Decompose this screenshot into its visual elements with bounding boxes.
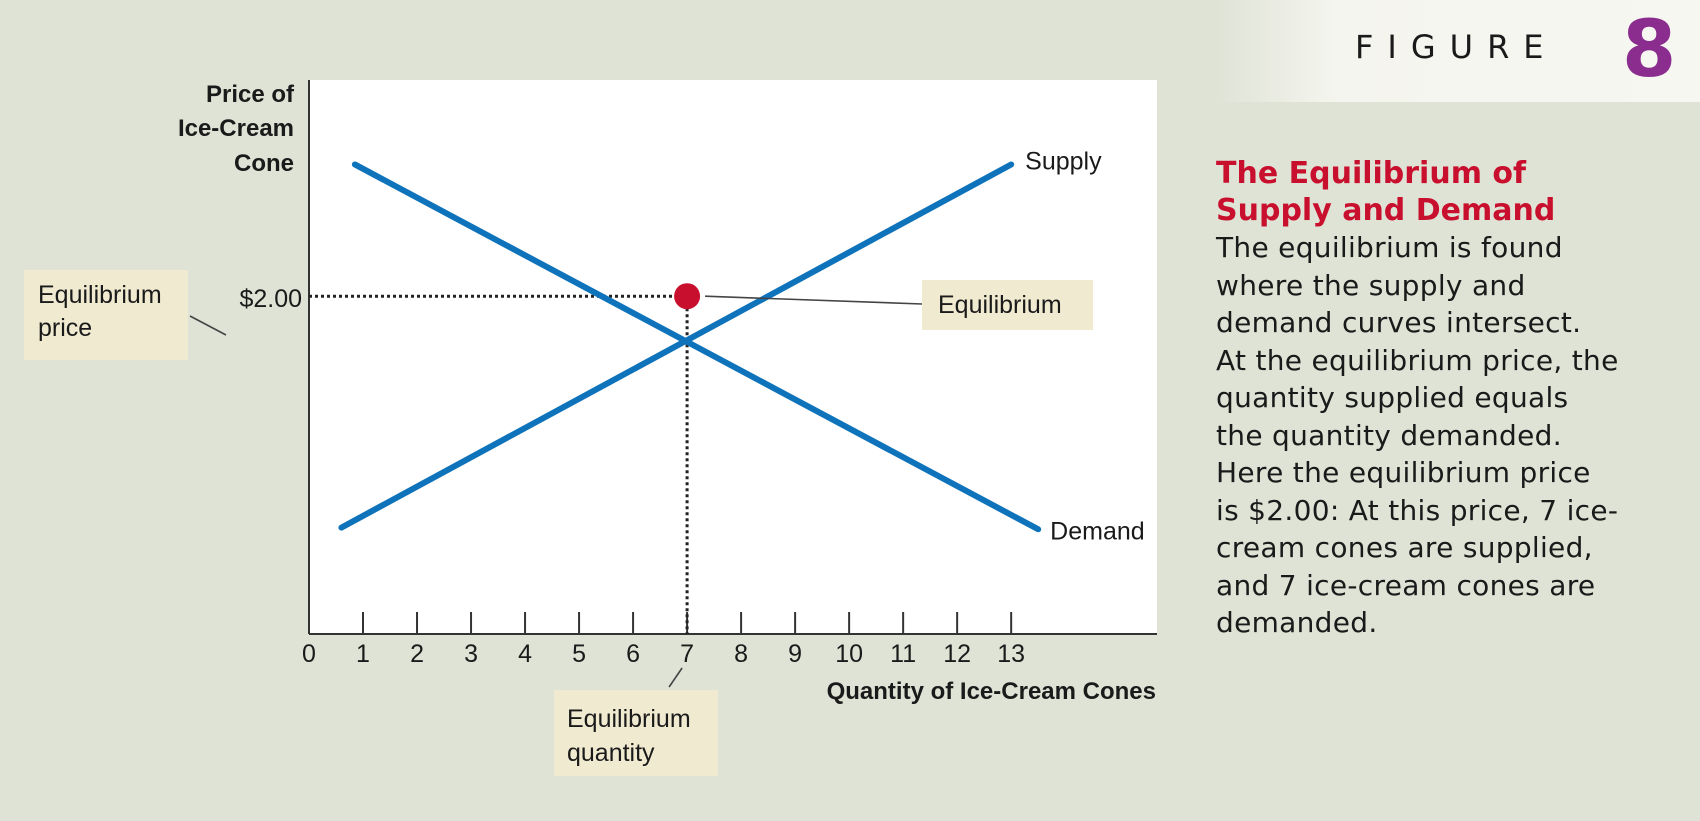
equilibrium-callout-box [922, 280, 1093, 330]
side-panel-body-line: demand curves intersect. [1216, 306, 1582, 339]
supply-label: Supply [1025, 147, 1102, 175]
equilibrium-leader-line [705, 295, 923, 305]
side-panel-title-line2: Supply and Demand [1216, 193, 1556, 228]
equilibrium-quantity-callout-line2: quantity [567, 739, 655, 767]
side-panel-title-line1: The Equilibrium of [1216, 156, 1527, 191]
y-tick-label-2-00: $2.00 [239, 285, 302, 313]
equilibrium-callout-text: Equilibrium [938, 291, 1062, 319]
side-panel-body: The equilibrium is found where the supply… [1216, 229, 1636, 642]
side-panel-body-line: At the equilibrium price, the [1216, 343, 1619, 377]
side-panel-body-line: demanded. [1216, 606, 1378, 639]
equilibrium-point [674, 283, 701, 310]
supply-curve [338, 161, 1015, 531]
equilibrium-quantity-leader-line [668, 667, 683, 688]
side-panel-body-line: cream cones are supplied, [1216, 531, 1593, 564]
x-tick-label: 3 [464, 640, 478, 668]
equilibrium-price-leader-line [189, 315, 227, 336]
x-tick-label: 2 [410, 640, 424, 668]
side-panel-body-line: where the supply and [1216, 268, 1526, 302]
x-tick-label: 12 [943, 640, 971, 668]
y-axis-label-line3: Cone [234, 150, 294, 177]
x-tick-label: 13 [997, 640, 1025, 668]
side-panel-body-line: is $2.00: At this price, 7 ice- [1216, 493, 1619, 527]
side-panel-body-line: and 7 ice-cream cones are [1216, 568, 1596, 602]
demand-curve [351, 161, 1042, 533]
x-tick-label: 6 [626, 640, 640, 668]
x-tick-label: 9 [788, 640, 802, 668]
equilibrium-quantity-callout-box [554, 690, 718, 776]
x-tick-label: 0 [302, 640, 316, 668]
equilibrium-price-callout-line1: Equilibrium [38, 281, 162, 309]
side-panel-body-line: Here the equilibrium price [1216, 456, 1591, 489]
side-panel-body-line: the quantity demanded. [1216, 418, 1562, 452]
equilibrium-quantity-callout-line1: Equilibrium [567, 705, 691, 733]
equilibrium-price-callout-line2: price [38, 314, 92, 342]
x-tick-label: 10 [835, 640, 863, 668]
x-ticks [362, 612, 1013, 634]
figure-word: FIGURE [1355, 28, 1558, 66]
y-axis-label-line1: Price of [206, 81, 295, 108]
y-axis-label-line2: Ice-Cream [178, 115, 294, 142]
x-tick-label: 5 [572, 640, 586, 668]
side-panel-body-line: The equilibrium is found [1216, 231, 1563, 264]
equilibrium-price-callout-box [24, 270, 188, 360]
x-axis-label: Quantity of Ice-Cream Cones [827, 678, 1156, 705]
figure-number: 8 [1622, 5, 1677, 95]
figure-header-band [1215, 0, 1700, 102]
plot-area [309, 80, 1157, 634]
side-panel-title: The Equilibrium of Supply and Demand [1216, 155, 1636, 229]
x-tick-label: 11 [890, 640, 916, 668]
side-panel-body-line: quantity supplied equals [1216, 381, 1569, 414]
side-panel: The Equilibrium of Supply and Demand The… [1216, 155, 1636, 642]
x-tick-label: 4 [518, 640, 532, 668]
demand-label: Demand [1050, 517, 1145, 545]
x-tick-label: 7 [680, 640, 694, 668]
x-tick-label: 1 [356, 640, 370, 668]
x-tick-label: 8 [734, 640, 748, 668]
